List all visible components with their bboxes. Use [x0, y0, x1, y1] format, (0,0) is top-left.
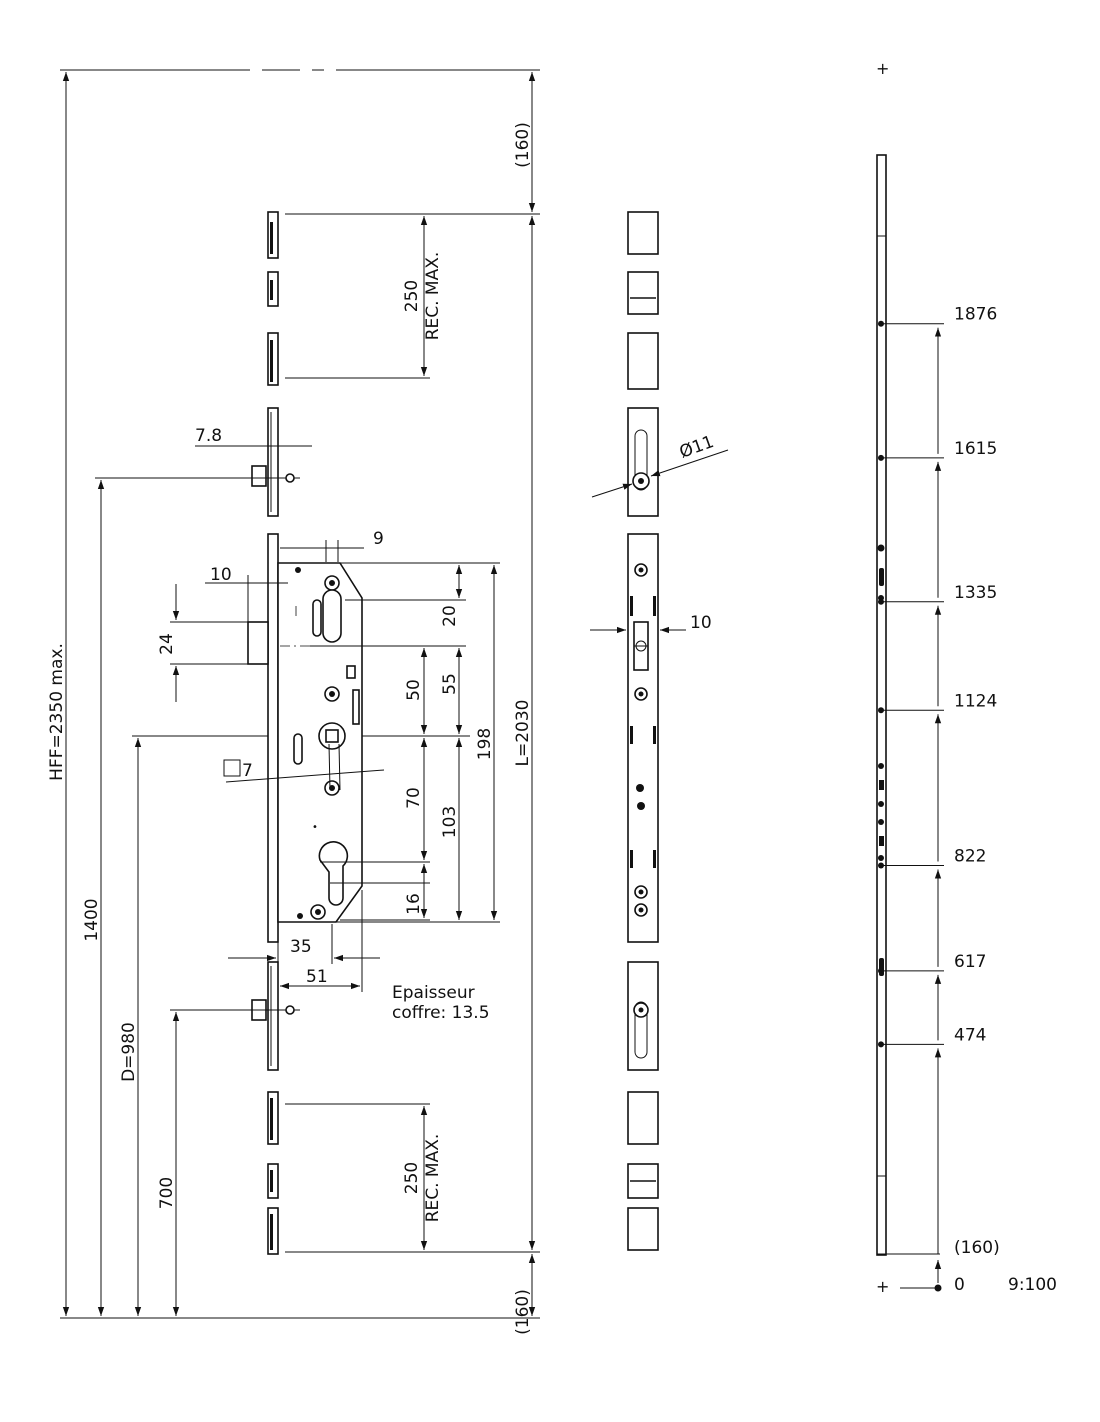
svg-text:70: 70	[404, 787, 424, 809]
svg-text:Epaisseur: Epaisseur	[392, 983, 475, 1003]
svg-text:24: 24	[157, 633, 177, 655]
svg-text:10: 10	[690, 613, 712, 633]
svg-text:250: 250	[402, 280, 422, 312]
upper-rod	[240, 211, 300, 517]
dim-right-column: (160) L=2030 (160)	[285, 72, 540, 1335]
rail-mark-label: 617	[954, 952, 986, 972]
hff-label: HFF=2350 max.	[47, 643, 67, 781]
svg-text:coffre: 13.5: coffre: 13.5	[392, 1003, 490, 1023]
dim-1400: 1400	[82, 477, 300, 1316]
lower-rod	[240, 961, 300, 1255]
svg-text:55: 55	[440, 673, 460, 695]
svg-text:50: 50	[404, 679, 424, 701]
length-label: L=2030	[513, 700, 533, 767]
rail-mark-label: 474	[954, 1025, 986, 1045]
rail-mark-dot	[878, 862, 884, 869]
svg-text:51: 51	[306, 967, 328, 987]
crosshair-top: +	[876, 59, 889, 78]
rail-mark-0-label: 0	[954, 1275, 965, 1295]
rail-marks: 1876 1615 1335 1124 822 617 474	[878, 305, 997, 1254]
dim-10-latch: 10	[205, 565, 288, 622]
rail-mark-label: 1124	[954, 691, 997, 711]
svg-text:16: 16	[404, 893, 424, 915]
svg-text:REC. MAX.: REC. MAX.	[423, 252, 443, 341]
rail-mark-label: 822	[954, 846, 986, 866]
rail-mark-160-label: (160)	[954, 1238, 1000, 1258]
square-follower-callout: 7	[223, 743, 385, 791]
rail-mark-label: 1615	[954, 439, 997, 459]
rail-mark-dot	[878, 1041, 884, 1048]
bottom-offset-label: (160)	[513, 1289, 533, 1335]
svg-text:700: 700	[157, 1177, 177, 1209]
top-offset-label: (160)	[513, 122, 533, 168]
rail-mark-dot	[878, 454, 884, 461]
dim-35-51: 35 51	[228, 890, 380, 992]
rail-mark-dot	[878, 320, 884, 327]
rail-mark-dot	[878, 967, 884, 974]
diameter-callout: Ø11	[591, 432, 729, 498]
svg-text:9: 9	[373, 529, 384, 549]
rail-mark-dot	[878, 598, 884, 605]
svg-text:10: 10	[210, 565, 232, 585]
hff-dimension: HFF=2350 max.	[47, 72, 70, 1316]
case-thickness-note: Epaisseur coffre: 13.5	[392, 983, 490, 1023]
scale-label: 9:100	[1008, 1275, 1057, 1295]
dim-9: 9	[280, 529, 384, 562]
svg-text:1400: 1400	[82, 898, 102, 941]
crosshair-bottom: +	[876, 1277, 889, 1296]
rail-mark-label: 1335	[954, 583, 997, 603]
dim-700: 700	[157, 1009, 300, 1316]
svg-text:REC. MAX.: REC. MAX.	[423, 1134, 443, 1223]
dim-24: 24	[157, 584, 252, 702]
diameter-label: Ø11	[677, 432, 717, 463]
svg-text:7: 7	[242, 761, 253, 781]
svg-text:20: 20	[440, 605, 460, 627]
lock-case: •	[247, 533, 363, 943]
case-mark: •	[312, 822, 318, 833]
side-view: Ø11 10	[590, 211, 729, 1251]
rec-max-bottom: 250 REC. MAX.	[285, 1103, 443, 1250]
lock-case-dimensions: 20 50 55 198 70 103 16	[310, 562, 500, 923]
svg-text:35: 35	[290, 937, 312, 957]
svg-text:250: 250	[402, 1162, 422, 1194]
rec-max-top: 250 REC. MAX.	[285, 216, 443, 379]
svg-text:103: 103	[440, 806, 460, 838]
rail-mark-dot	[878, 707, 884, 714]
rail-view: + + 1876 1615 1335 1124 822 617 474 (160) 0 9:…	[876, 59, 1057, 1296]
dim-7-8: 7.8	[195, 426, 312, 460]
rail-mark-label: 1876	[954, 305, 997, 325]
dim-10-side: 10	[590, 613, 712, 634]
svg-text:7.8: 7.8	[195, 426, 222, 446]
svg-text:198: 198	[475, 728, 495, 760]
front-view: HFF=2350 max. 1400 D=980 700 (160) L	[47, 69, 540, 1335]
svg-text:D=980: D=980	[119, 1022, 139, 1082]
